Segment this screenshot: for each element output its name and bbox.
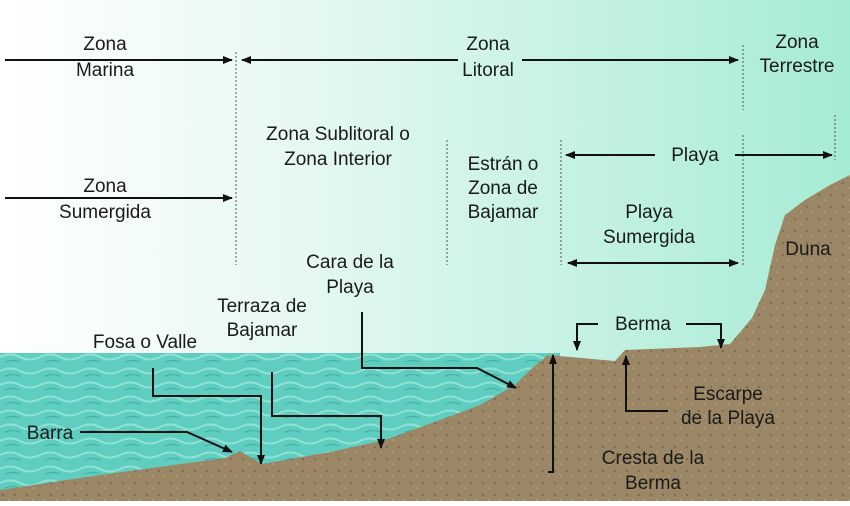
label-barra: Barra: [27, 423, 74, 444]
label-fosa: Fosa o Valle: [93, 332, 197, 353]
label-duna: Duna: [785, 239, 831, 260]
label-playa: Playa: [671, 145, 719, 166]
label-berma: Berma: [615, 314, 671, 335]
sand-ground: [0, 175, 850, 501]
arrows: [5, 56, 833, 473]
zone-dividers: [235, 45, 836, 265]
